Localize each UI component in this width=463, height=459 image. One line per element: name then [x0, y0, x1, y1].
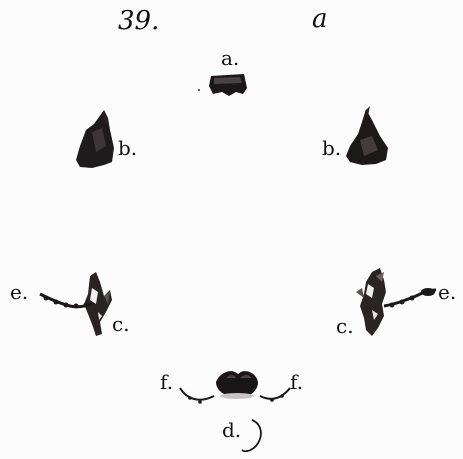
label-b-left: b.: [118, 138, 137, 158]
specimen-b-right: [346, 106, 388, 165]
specimen-f-left-filament: [180, 388, 214, 404]
specimen-b-left: [76, 110, 114, 168]
label-b-right: b.: [322, 138, 341, 158]
specimen-a: [198, 74, 247, 96]
specimen-e-right-antenna: [384, 288, 436, 308]
label-e-left: e.: [10, 282, 28, 302]
specimen-f-right-filament: [260, 388, 290, 402]
label-d: d.: [222, 420, 241, 440]
specimen-c-right: [356, 268, 386, 336]
specimen-d: [216, 371, 258, 399]
label-a: a.: [221, 48, 239, 68]
label-c-right: c.: [336, 316, 354, 336]
plate-number: 39.: [118, 8, 159, 34]
label-f-left: f.: [160, 372, 173, 392]
specimen-e-left-antenna: [40, 294, 92, 309]
plate-marker: a: [312, 6, 328, 32]
label-f-right: f.: [290, 372, 303, 392]
label-e-right: e.: [438, 282, 456, 302]
specimen-d-hook-mark: [242, 420, 261, 451]
label-c-left: c.: [112, 314, 130, 334]
